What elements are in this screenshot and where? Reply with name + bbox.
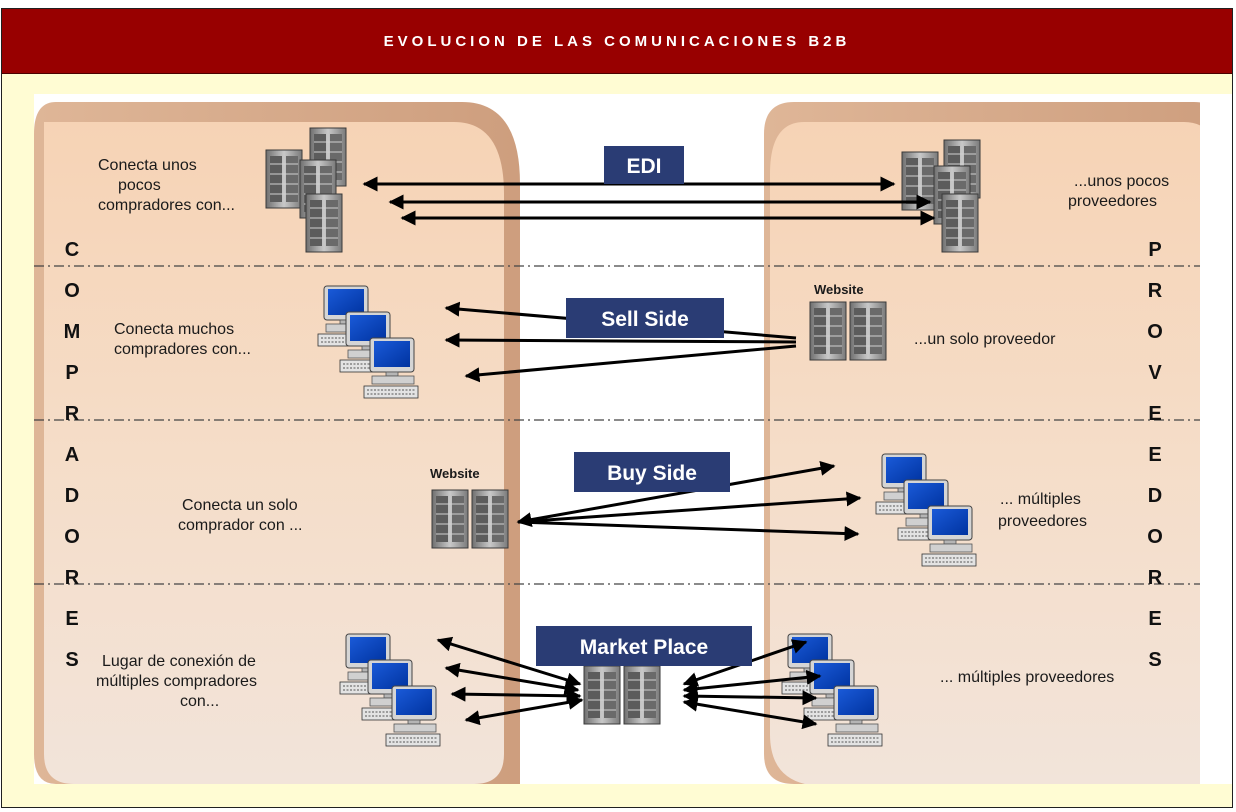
edi-left-text-2: pocos (118, 177, 161, 194)
mp-left-text-1: Lugar de conexión de (102, 653, 256, 670)
compradores-letter: P (65, 362, 78, 384)
compradores-panel (34, 102, 520, 784)
proveedores-letter: E (1148, 608, 1161, 630)
tech-label-buy-side: Buy Side (607, 462, 697, 485)
compradores-letter: E (65, 608, 78, 630)
proveedores-letter: O (1147, 321, 1163, 343)
tech-label-market-place: Market Place (580, 636, 708, 659)
proveedores-panel (764, 102, 1230, 786)
proveedores-letter: E (1148, 444, 1161, 466)
buy-side-website-label: Website (430, 466, 480, 481)
tech-label-edi: EDI (626, 155, 661, 178)
compradores-letter: D (65, 485, 79, 507)
proveedores-letter: S (1148, 649, 1161, 671)
proveedores-letter: V (1148, 362, 1162, 384)
frame: EVOLUCION DE LAS COMUNICACIONES B2B (1, 8, 1233, 808)
compradores-letter: O (64, 280, 80, 302)
proveedores-letter: O (1147, 526, 1163, 548)
buy-right-text-2: proveedores (998, 513, 1087, 530)
proveedores-letter: R (1148, 280, 1163, 302)
mp-right-text-1: ... múltiples proveedores (940, 669, 1114, 686)
mp-left-text-3: con... (180, 693, 219, 710)
compradores-letter: C (65, 239, 79, 261)
header-title: EVOLUCION DE LAS COMUNICACIONES B2B (383, 32, 851, 50)
sell-side-website-label: Website (814, 282, 864, 297)
row-market-place: Market Place Lugar de conexión de múltip… (96, 626, 1114, 746)
buy-left-text-1: Conecta un solo (182, 497, 298, 514)
compradores-letter: S (65, 649, 78, 671)
row-buy-side: Website Buy Side Conecta un solo comprad… (178, 452, 1087, 566)
row-sell-side: Website Sell Side Conecta muchos comprad… (114, 282, 1056, 398)
tech-label-sell-side: Sell Side (601, 308, 689, 331)
compradores-letter: A (65, 444, 79, 466)
header-bar: EVOLUCION DE LAS COMUNICACIONES B2B (2, 9, 1232, 74)
proveedores-letter: P (1148, 239, 1161, 261)
edi-right-text-2: proveedores (1068, 193, 1157, 210)
sell-left-text-2: compradores con... (114, 341, 251, 358)
proveedores-letter: D (1148, 485, 1162, 507)
compradores-letter: O (64, 526, 80, 548)
buy-right-text-1: ... múltiples (1000, 491, 1081, 508)
compradores-letter: R (65, 567, 80, 589)
mp-left-text-2: múltiples compradores (96, 673, 257, 690)
compradores-letter: M (64, 321, 81, 343)
edi-left-text-1: Conecta unos (98, 157, 197, 174)
proveedores-letter: E (1148, 403, 1161, 425)
sell-right-text-1: ...un solo proveedor (914, 331, 1056, 348)
sell-left-text-1: Conecta muchos (114, 321, 234, 338)
edi-right-text-1: ...unos pocos (1074, 173, 1169, 190)
proveedores-letter: R (1148, 567, 1163, 589)
edi-left-text-3: compradores con... (98, 197, 235, 214)
row-edi: EDI Conecta unos pocos compradores con..… (98, 127, 1169, 253)
compradores-letter: R (65, 403, 80, 425)
buy-left-text-2: comprador con ... (178, 517, 303, 534)
